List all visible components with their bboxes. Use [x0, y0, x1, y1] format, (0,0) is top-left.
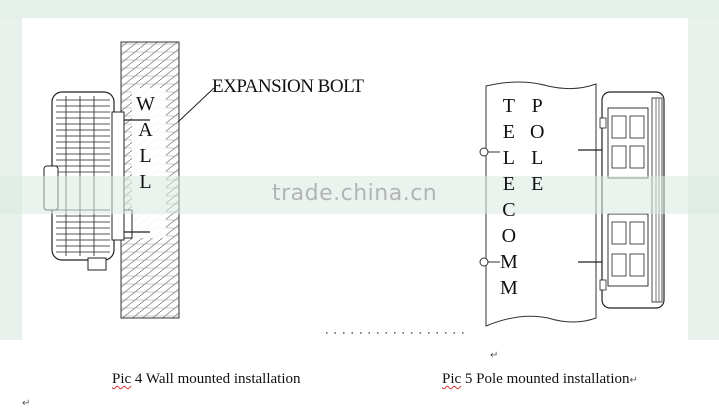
- telecomm-letter: C: [502, 199, 516, 221]
- wall-label: W A L L: [136, 94, 155, 192]
- caption-text: 5 Pole mounted installation: [461, 371, 630, 387]
- watermark-text: trade.china.cn: [272, 181, 438, 206]
- pole-label: P O L E: [530, 96, 544, 194]
- telecomm-letter: O: [501, 225, 517, 247]
- bolt-leader-line: [177, 87, 215, 123]
- return-mark: ↵: [490, 350, 499, 361]
- return-mark: ↵: [629, 375, 638, 386]
- watermark-band: [0, 176, 719, 214]
- return-mark: ↵: [22, 398, 31, 409]
- pole-letter: E: [531, 173, 544, 195]
- pole-letter: P: [531, 95, 543, 117]
- pole-letter: L: [531, 147, 544, 169]
- telecomm-letter: T: [502, 95, 515, 117]
- caption-pole-mounted: Pic 5 Pole mounted installation↵: [442, 371, 638, 388]
- telecomm-letter: M: [500, 277, 518, 299]
- telecomm-letter: E: [502, 173, 515, 195]
- telecomm-label: T E L E C O M M: [500, 96, 518, 298]
- wall-letter: L: [139, 171, 152, 193]
- wall-letter: A: [138, 119, 153, 141]
- caption-word: Pic: [442, 371, 462, 387]
- caption-text: 4 Wall mounted installation: [131, 371, 301, 387]
- wall-letter: L: [139, 145, 152, 167]
- expansion-bolt-label: EXPANSION BOLT: [212, 76, 364, 97]
- telecomm-letter: M: [500, 251, 518, 273]
- caption-wall-mounted: Pic 4 Wall mounted installation: [112, 371, 301, 388]
- pole-letter: O: [530, 121, 545, 143]
- telecomm-letter: E: [502, 121, 515, 143]
- telecomm-letter: L: [502, 147, 515, 169]
- top-band: [0, 0, 719, 18]
- caption-word: Pic: [112, 371, 132, 387]
- wall-letter: W: [136, 93, 155, 115]
